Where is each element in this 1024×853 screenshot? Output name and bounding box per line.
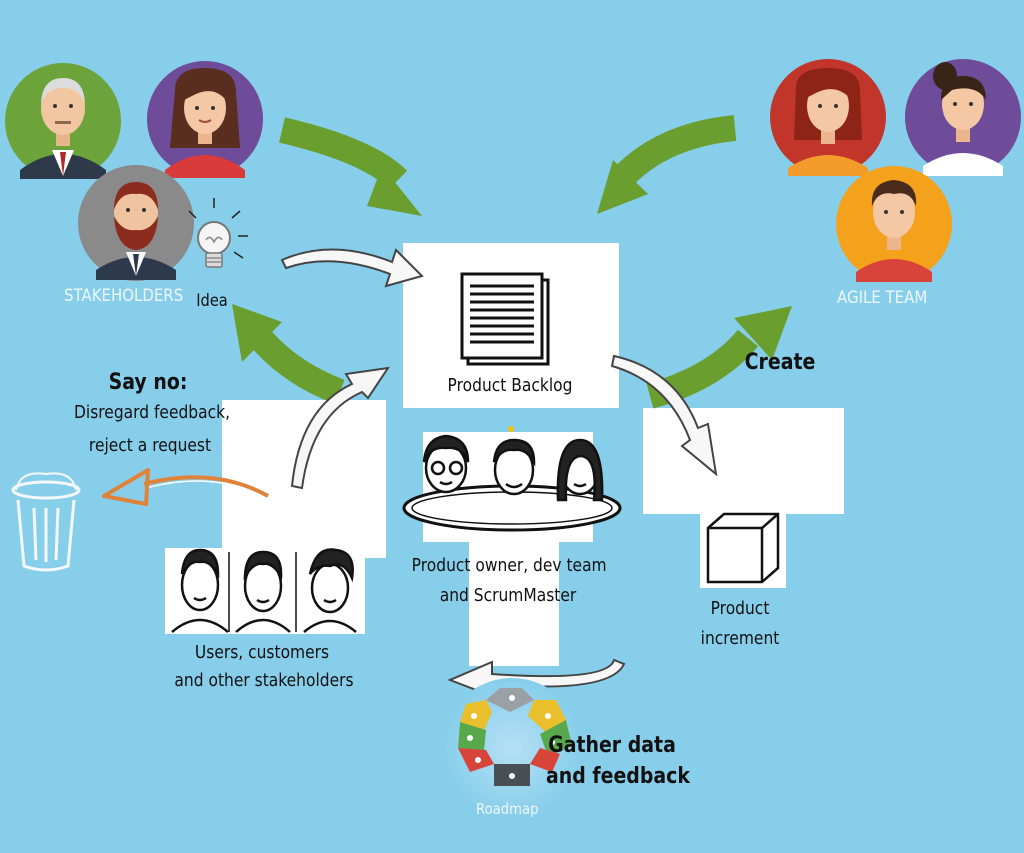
stakeholder-avatar-bearded-man: [78, 165, 194, 281]
arrow-backlog-to-increment: [610, 354, 718, 477]
increment-label-1: Product: [710, 598, 770, 619]
scrum-team-label-1: Product owner, dev team: [411, 555, 607, 576]
product-increment-box-icon: [706, 512, 780, 584]
green-arrow-stakeholders-to-backlog: [279, 117, 408, 190]
orange-arrow-say-no: [143, 475, 269, 498]
stakeholder-avatar-woman: [147, 61, 263, 178]
stakeholder-avatar-older-man: [5, 63, 121, 179]
product-backlog-label: Product Backlog: [447, 375, 573, 396]
gather-data-label-1: Gather data: [548, 733, 676, 758]
increment-label-2: increment: [700, 628, 780, 649]
trash-can-icon: [11, 472, 81, 572]
create-label: Create: [744, 350, 816, 375]
arrow-feedback-to-users: [447, 658, 626, 698]
green-arrow-to-stakeholders: [252, 331, 345, 405]
say-no-line-2: reject a request: [88, 435, 212, 456]
agile-team-label: AGILE TEAM: [837, 288, 928, 308]
white-arrows: [280, 248, 718, 698]
orange-arrowhead: [102, 468, 150, 506]
lightbulb-icon: [188, 198, 248, 268]
arrow-users-to-backlog: [290, 366, 391, 490]
arrow-idea-to-backlog: [280, 248, 424, 288]
agile-team-avatar-redhead: [770, 59, 886, 176]
scrum-team-illustration: [402, 426, 622, 532]
say-no-line-1: Disregard feedback,: [73, 402, 231, 423]
users-customers-portraits: [171, 548, 357, 633]
users-label-2: and other stakeholders: [174, 670, 354, 691]
scrum-team-label-2: and ScrumMaster: [439, 585, 577, 606]
increment-panel: [643, 408, 844, 514]
scrum-team-panel-lower: [469, 540, 559, 666]
users-label-1: Users, customers: [194, 642, 330, 663]
stakeholders-label: STAKEHOLDERS: [64, 286, 184, 306]
idea-label: Idea: [196, 291, 228, 311]
green-arrowheads: [232, 160, 792, 362]
agile-team-avatar-ponytail-woman: [905, 59, 1021, 176]
say-no-title: Say no:: [108, 370, 188, 395]
agile-team-avatar-young-man: [836, 166, 952, 282]
roadmap-label: Roadmap: [476, 800, 539, 818]
gather-data-label-2: and feedback: [546, 764, 690, 789]
product-backlog-document-icon: [460, 272, 550, 366]
roadmap-icon: [442, 678, 582, 818]
green-arrow-team-to-backlog: [614, 115, 737, 186]
